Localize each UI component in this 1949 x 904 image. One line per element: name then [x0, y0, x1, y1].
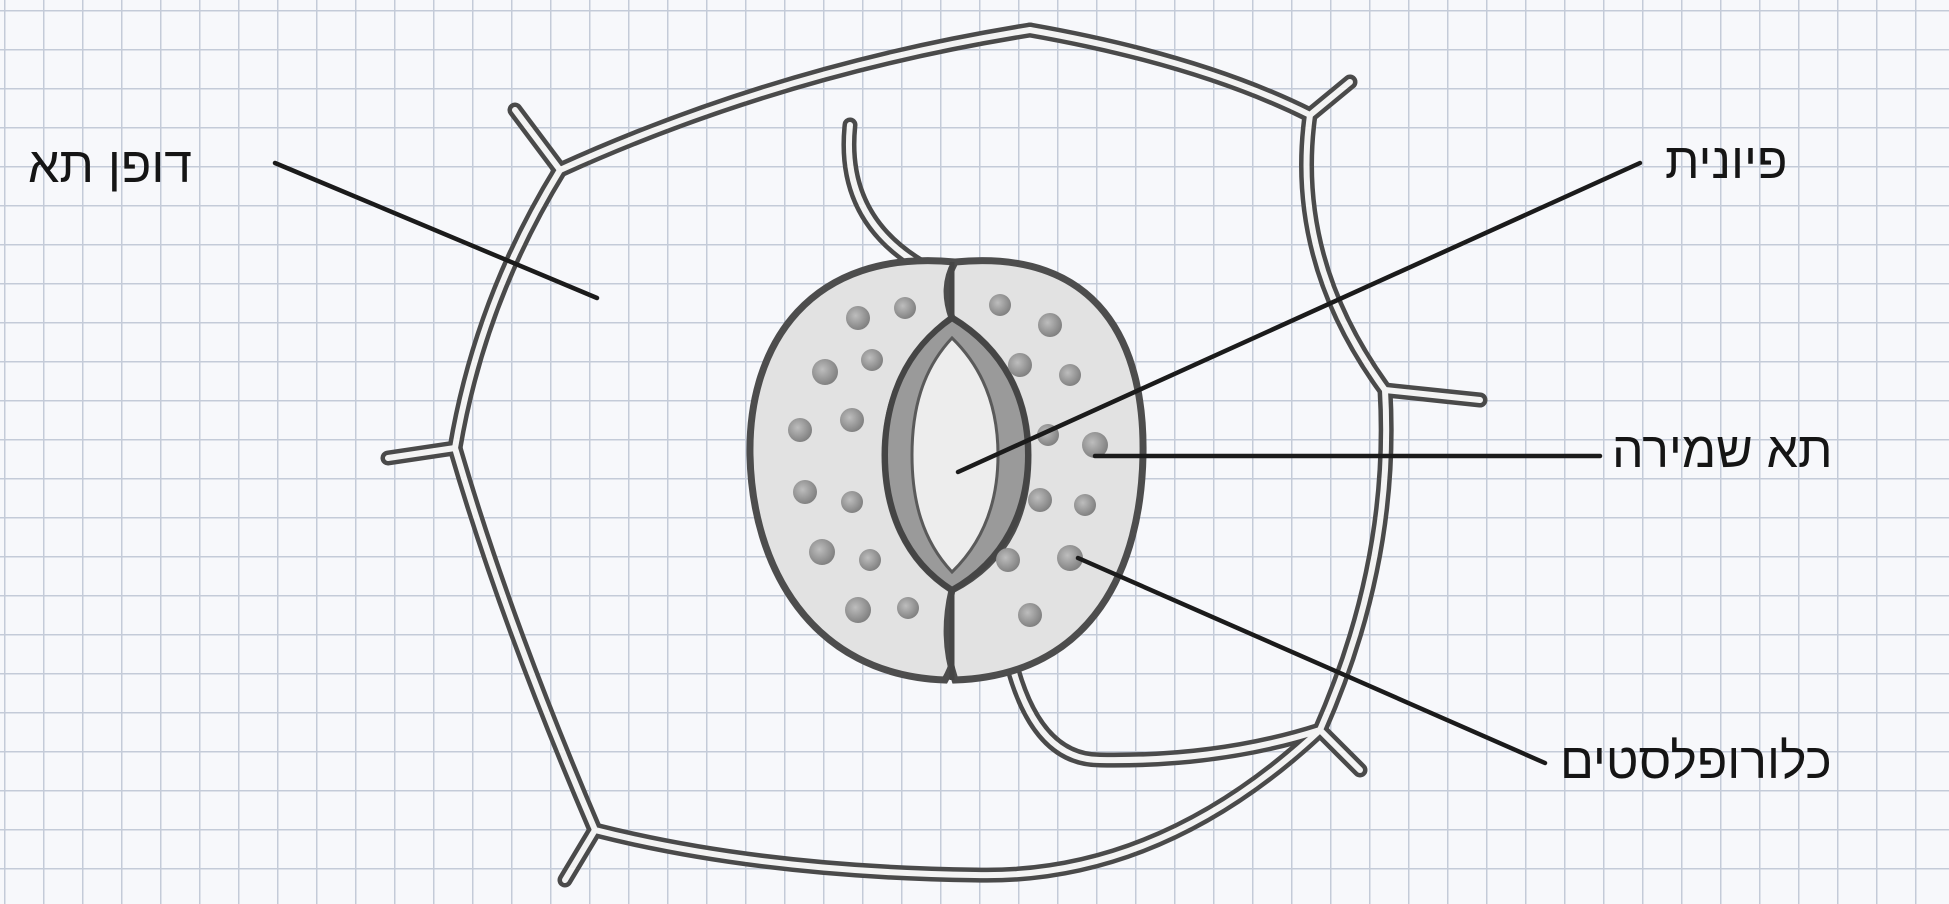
chloroplast: [894, 297, 916, 319]
chloroplast: [1074, 494, 1096, 516]
chloroplast: [841, 491, 863, 513]
chloroplast: [788, 418, 812, 442]
label-guard-cell: תא שמירה: [1612, 425, 1833, 475]
chloroplast: [812, 359, 838, 385]
chloroplast: [1059, 364, 1081, 386]
chloroplast: [1038, 313, 1062, 337]
chloroplast: [859, 549, 881, 571]
chloroplast: [1018, 603, 1042, 627]
chloroplast: [996, 548, 1020, 572]
label-chloroplasts: כלורופלסטים: [1560, 736, 1832, 786]
chloroplast: [793, 480, 817, 504]
chloroplast: [1008, 353, 1032, 377]
chloroplast: [989, 294, 1011, 316]
label-epidermal-cell: דופן תא: [28, 140, 192, 190]
guard-cells: [750, 261, 1143, 680]
label-pore: פיונית: [1665, 136, 1787, 186]
chloroplast: [809, 539, 835, 565]
chloroplast: [1028, 488, 1052, 512]
chloroplast: [845, 597, 871, 623]
chloroplast: [861, 349, 883, 371]
chloroplast: [840, 408, 864, 432]
chloroplast: [846, 306, 870, 330]
chloroplast: [897, 597, 919, 619]
